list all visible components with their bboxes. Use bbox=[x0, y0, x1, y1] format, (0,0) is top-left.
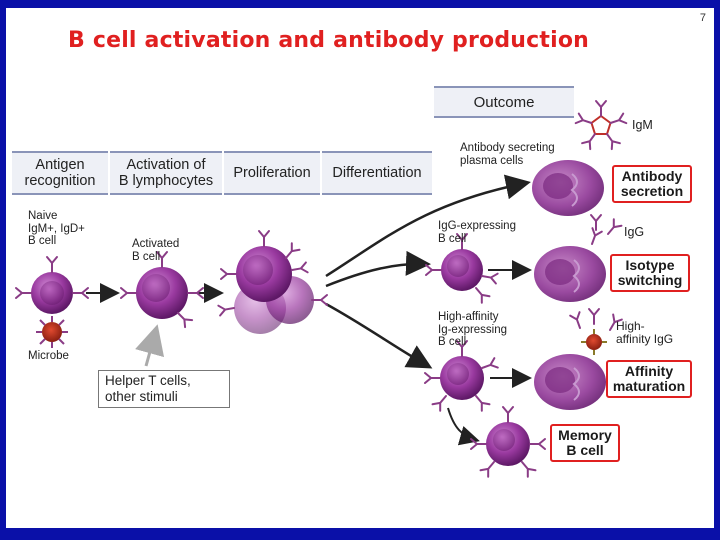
proliferating-b-cells bbox=[217, 230, 328, 334]
outcome-antibody-secretion: Antibody secretion bbox=[612, 165, 692, 203]
outcome-line: maturation bbox=[612, 378, 686, 394]
label-line: Helper T cells, bbox=[105, 373, 191, 388]
flow-arrows bbox=[86, 174, 532, 446]
slide: 7 B cell activation and antibody product… bbox=[6, 8, 714, 528]
plasma-cells-label: Antibody secreting plasma cells bbox=[460, 142, 555, 167]
label-line: B cell bbox=[438, 232, 467, 245]
igm-label: IgM bbox=[632, 118, 653, 132]
label-line: Naive bbox=[28, 210, 58, 222]
naive-b-cell-label: Naive IgM+, IgD+ B cell bbox=[28, 210, 85, 248]
label-line: B cell bbox=[28, 235, 57, 247]
activated-b-cell-label: Activated B cell bbox=[132, 238, 179, 263]
outcome-affinity-maturation: Affinity maturation bbox=[606, 360, 692, 398]
slide-title: B cell activation and antibody productio… bbox=[68, 28, 590, 53]
label-line: affinity IgG bbox=[616, 331, 674, 346]
igg-expressing-b-cell bbox=[425, 233, 499, 304]
label-line: Activated bbox=[132, 238, 180, 250]
igm-pentamer bbox=[574, 100, 628, 151]
label-line: IgM+, IgD+ bbox=[28, 222, 85, 235]
stage-outcome: Outcome bbox=[434, 86, 574, 118]
outcome-line: B cell bbox=[566, 442, 604, 458]
stage-label-line: Activation of bbox=[126, 157, 206, 173]
label-line: IgG-expressing bbox=[438, 220, 516, 232]
high-affinity-label: High-affinity Ig-expressing B cell bbox=[438, 311, 507, 349]
igg-label: IgG bbox=[624, 225, 645, 239]
outcome-line: secretion bbox=[620, 183, 684, 199]
b-cell-diagram bbox=[15, 100, 628, 478]
label-line: Ig-expressing bbox=[438, 323, 508, 336]
high-affinity-igg-label: High- affinity IgG bbox=[616, 320, 673, 345]
label-line: High- bbox=[616, 319, 645, 333]
plasma-cell-secretion bbox=[532, 160, 604, 216]
stage-label-line: B lymphocytes bbox=[118, 173, 214, 189]
arrow-to-plasma bbox=[325, 174, 531, 278]
outcome-line: Isotype bbox=[625, 257, 675, 273]
arrow-to-high-affinity bbox=[325, 302, 433, 369]
stage-label-line: Proliferation bbox=[233, 165, 311, 181]
stage-label-line: recognition bbox=[24, 173, 96, 189]
label-line: B cell bbox=[132, 250, 161, 263]
label-line: plasma cells bbox=[460, 154, 524, 167]
label-line: other stimuli bbox=[105, 389, 178, 404]
stage-differentiation: Differentiation bbox=[322, 151, 432, 195]
high-affinity-b-cell bbox=[424, 340, 499, 412]
stage-label-line: Antigen bbox=[35, 157, 85, 173]
microbe bbox=[36, 316, 68, 348]
outcome-memory-b-cell: Memory B cell bbox=[550, 424, 620, 462]
label-line: B cell bbox=[438, 336, 467, 348]
outcome-line: Memory bbox=[558, 427, 612, 443]
slide-number: 7 bbox=[699, 12, 706, 24]
plasma-cell-isotype bbox=[534, 214, 623, 302]
stage-proliferation: Proliferation bbox=[224, 151, 320, 195]
plasma-cell-affinity bbox=[534, 308, 623, 410]
helper-t-cells-box: Helper T cells, other stimuli bbox=[98, 370, 230, 408]
arrow-to-memory bbox=[447, 407, 480, 446]
label-line: High-affinity bbox=[438, 311, 499, 323]
outcome-line: Antibody bbox=[621, 168, 683, 184]
arrow-helper-stimuli bbox=[135, 324, 165, 367]
activated-b-cell bbox=[120, 251, 204, 329]
microbe-label: Microbe bbox=[28, 350, 69, 362]
high-affinity-microbe bbox=[581, 329, 607, 355]
outcome-line: Affinity bbox=[624, 363, 674, 379]
igg-expressing-label: IgG-expressing B cell bbox=[438, 220, 516, 245]
memory-b-cell bbox=[470, 406, 546, 478]
stage-antigen-recognition: Antigen recognition bbox=[12, 151, 108, 195]
stage-activation: Activation of B lymphocytes bbox=[110, 151, 222, 195]
outcome-isotype-switching: Isotype switching bbox=[610, 254, 690, 292]
naive-b-cell bbox=[15, 256, 89, 314]
outcome-line: switching bbox=[617, 272, 683, 288]
arrow-to-igg bbox=[325, 250, 431, 288]
stage-label-line: Differentiation bbox=[332, 165, 422, 181]
label-line: Antibody secreting bbox=[460, 142, 555, 154]
